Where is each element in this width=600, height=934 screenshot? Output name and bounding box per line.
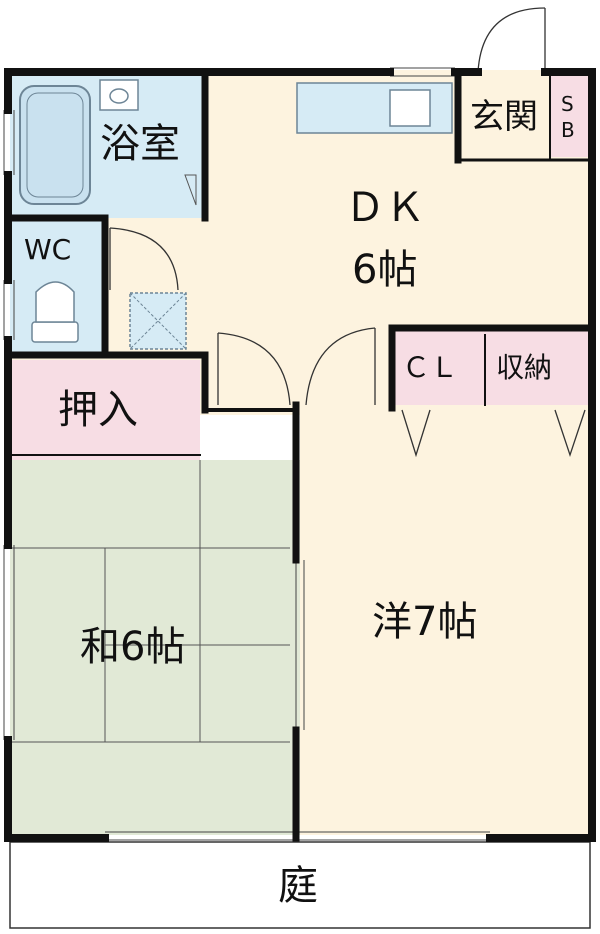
washitsu-label: 和6帖 [80, 624, 186, 670]
youshitsu-label: 洋7帖 [372, 599, 478, 645]
garden-label: 庭 [278, 863, 318, 909]
tatami-lines [10, 460, 290, 743]
wash-basin [99, 79, 139, 111]
bath-label: 浴室 [100, 121, 180, 167]
garden-area [9, 841, 591, 929]
walls [4, 68, 596, 842]
bathtub-inner [26, 92, 84, 198]
sb-floor [550, 75, 590, 157]
oshiire-floor [10, 360, 200, 460]
dk-size-label: 6帖 [352, 247, 418, 293]
oshiire-label: 押入 [58, 387, 138, 433]
door-swings [109, 7, 586, 458]
washitsu-floor [10, 460, 300, 835]
wc-label: WC [24, 233, 72, 266]
genkan-label: 玄関 [470, 97, 538, 137]
closet-label: 収納 [496, 351, 553, 384]
toilet-tank [31, 321, 79, 343]
bath-door-mark [184, 174, 197, 206]
toilet-bowl [35, 281, 75, 323]
cl-label: ＣＬ [402, 351, 459, 384]
kitchen-sink [389, 89, 431, 127]
youshitsu-floor [300, 410, 590, 835]
sb-label-b: B [561, 118, 575, 142]
basin-bowl [109, 88, 129, 104]
genkan-floor [460, 75, 550, 157]
dk-label: ＤＫ [345, 185, 425, 231]
windows [3, 67, 490, 841]
sb-label-s: S [561, 92, 574, 116]
closet-floor [395, 330, 590, 405]
bathtub [19, 85, 91, 205]
